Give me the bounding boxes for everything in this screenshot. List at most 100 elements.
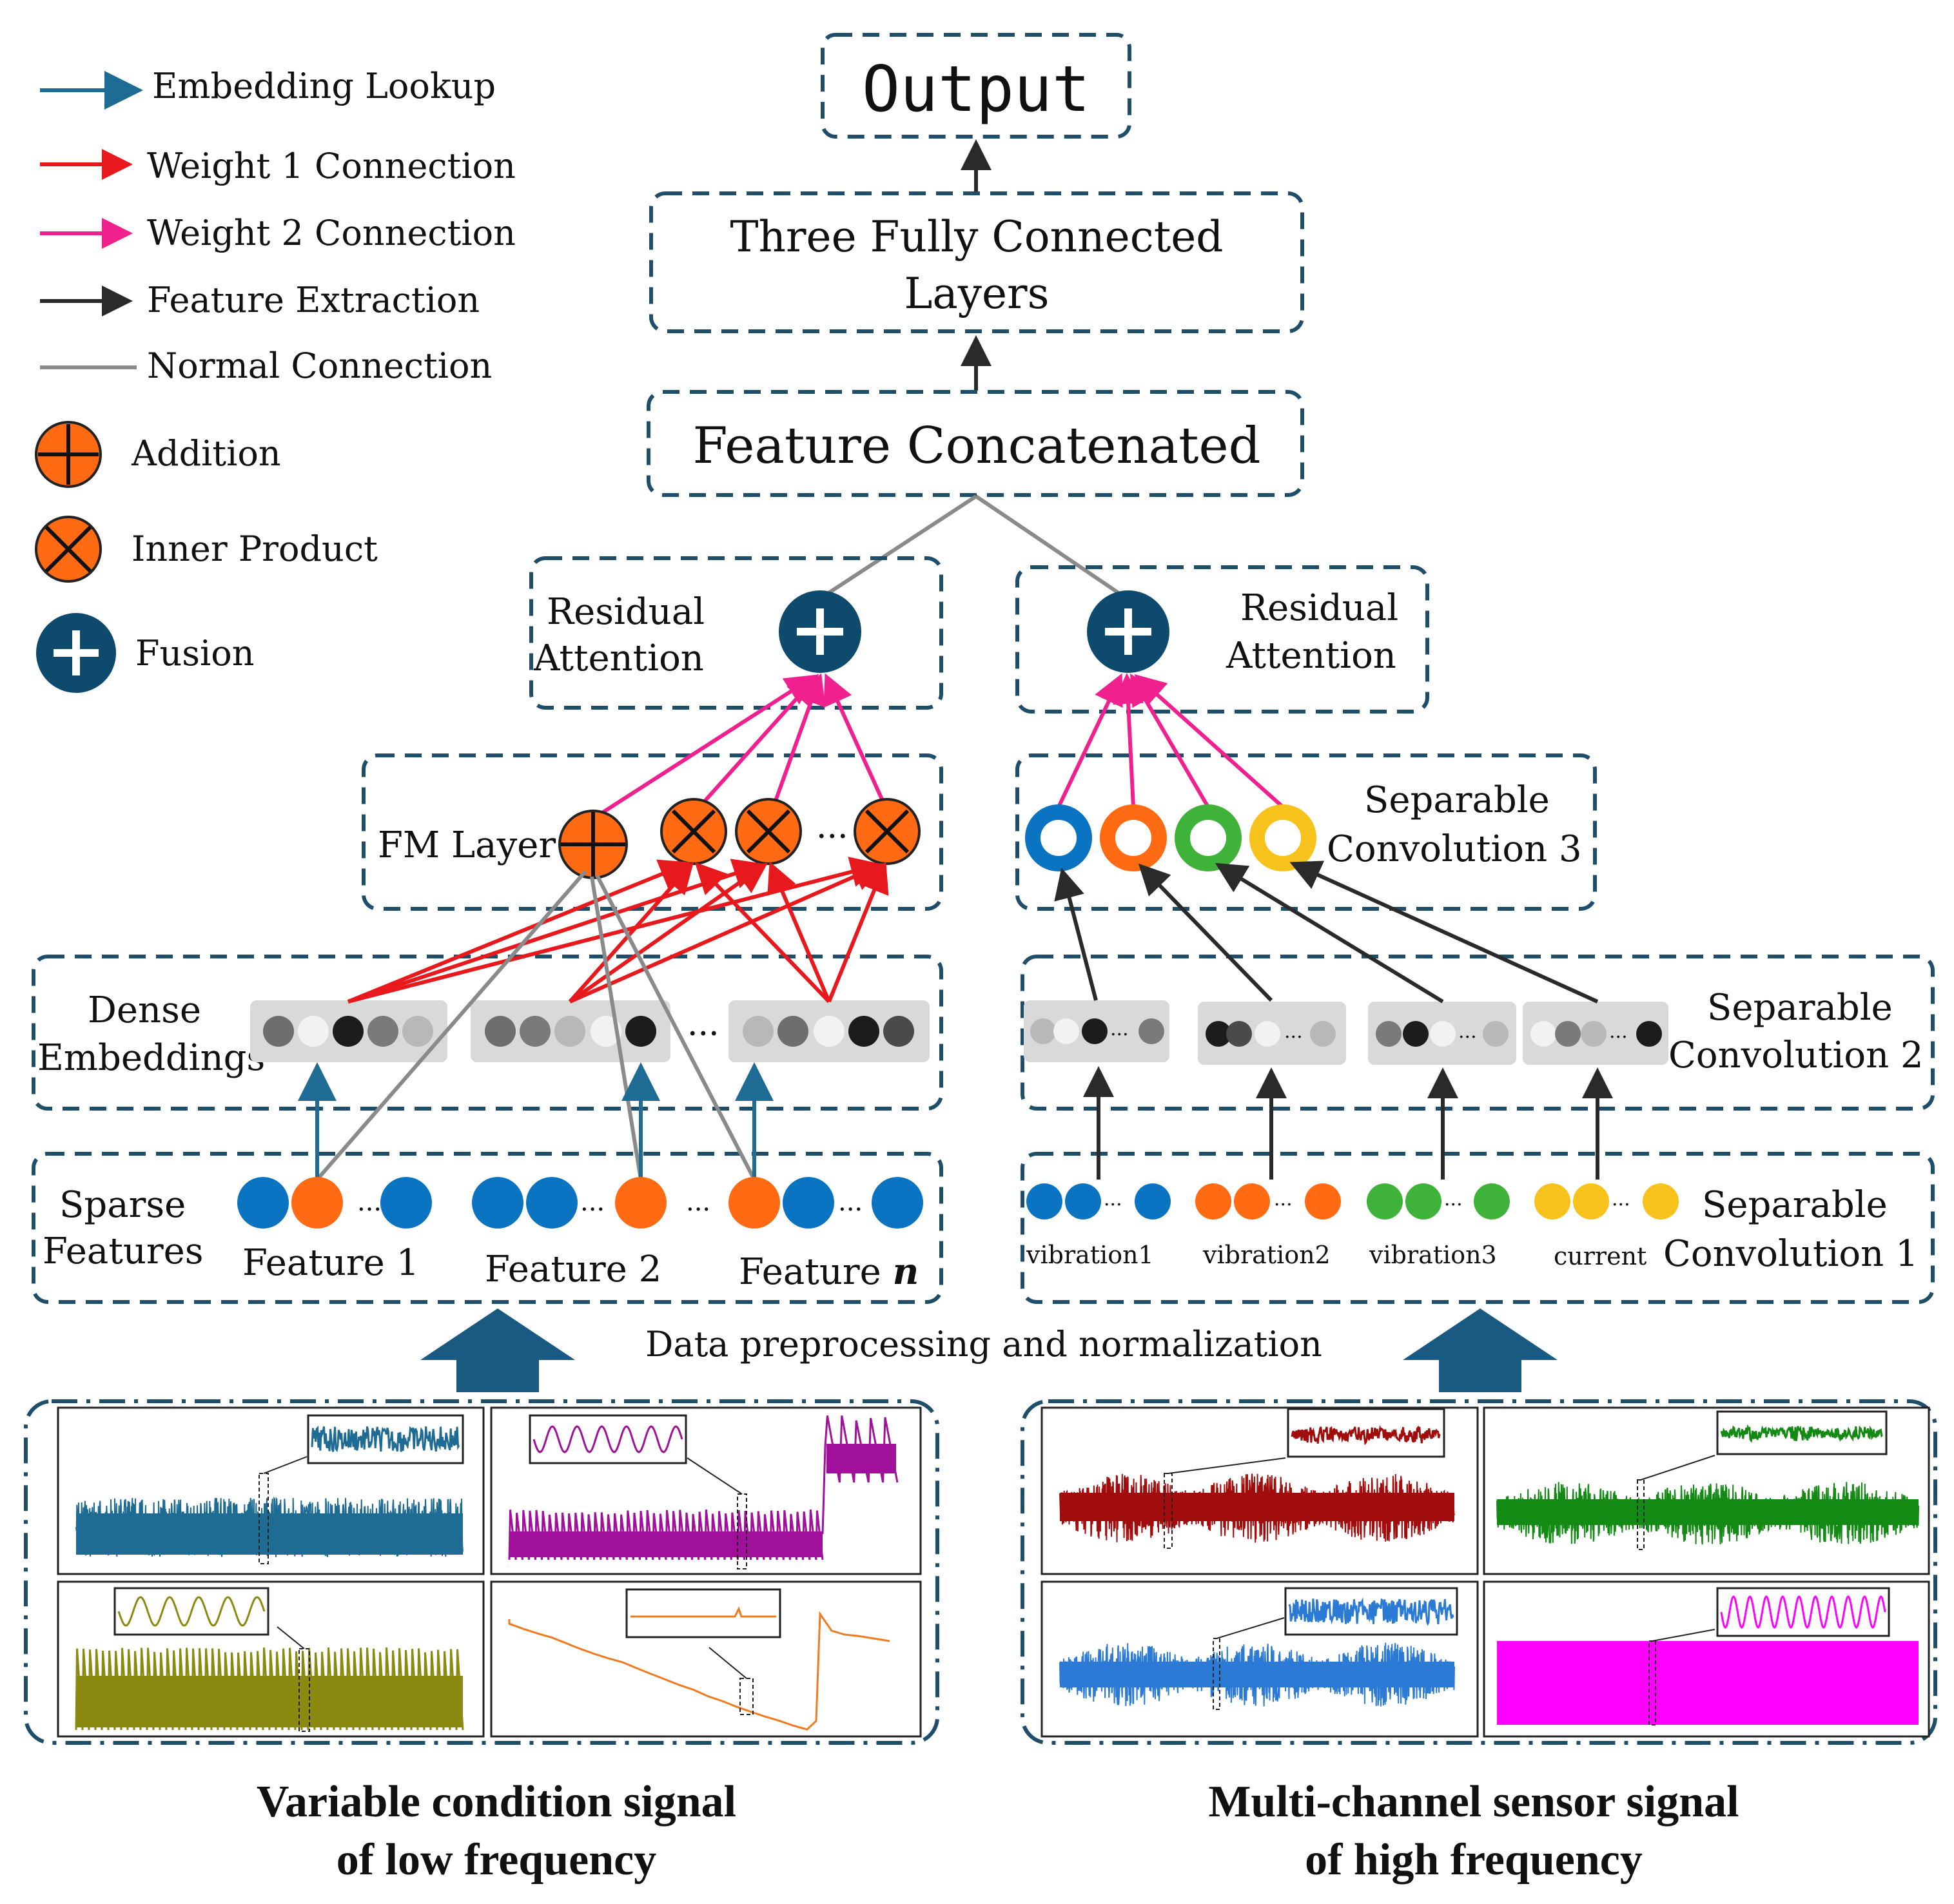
dense-label-line2: Embeddings <box>37 1037 265 1079</box>
sep-conv2-vector-2: ... <box>1198 1002 1346 1065</box>
right-branch: Residual Attention Separable Convolution… <box>1015 565 1935 1304</box>
fc-label-line1: Three Fully Connected <box>730 212 1223 262</box>
feature-n-nodes <box>728 1177 923 1229</box>
embedding-vector-n <box>728 1000 930 1062</box>
current-nodes: ... <box>1534 1183 1679 1219</box>
sep-conv1-label-line2: Convolution 1 <box>1663 1233 1919 1275</box>
channel-label-current: current <box>1554 1242 1646 1270</box>
sep-conv2-label-line1: Separable <box>1707 987 1893 1029</box>
feature-n-label: Feature n <box>739 1250 919 1293</box>
legend: Embedding Lookup Weight 1 Connection Wei… <box>35 66 516 693</box>
preprocess-arrow-right <box>1403 1308 1558 1392</box>
svg-text:...: ... <box>1612 1188 1630 1210</box>
fm-inner-product-node-2 <box>735 798 802 865</box>
feature-gap-ellipsis: ... <box>686 1187 710 1217</box>
signal-panel-darkred <box>1041 1406 1479 1575</box>
signal-panel-blue <box>1041 1580 1479 1738</box>
channel-label-vibration3: vibration3 <box>1369 1241 1497 1269</box>
sep-conv2-box <box>1021 955 1935 1111</box>
vibration1-nodes: ... <box>1026 1183 1171 1219</box>
svg-text:...: ... <box>1284 1020 1303 1043</box>
svg-text:...: ... <box>1444 1188 1463 1210</box>
signal-panel-orange <box>490 1580 922 1738</box>
embedding-lookup-arrows <box>298 1062 774 1178</box>
sep-conv1-label-line1: Separable <box>1702 1184 1888 1226</box>
channel-label-vibration2: vibration2 <box>1202 1241 1331 1269</box>
signal-panel-purple <box>490 1406 922 1575</box>
sep-conv2-vector-3: ... <box>1368 1002 1516 1065</box>
sep-conv3-box <box>1015 753 1597 911</box>
right-caption-line1: Multi-channel sensor signal <box>1208 1777 1739 1827</box>
concat-right-connection <box>975 494 1129 601</box>
right-weight2-connections <box>1057 673 1284 809</box>
fm-ellipsis: ... <box>816 808 848 846</box>
fm-layer-box <box>362 753 943 911</box>
sparse-label-line1: Sparse <box>59 1184 186 1226</box>
left-caption-line1: Variable condition signal <box>257 1777 736 1827</box>
svg-text:...: ... <box>1110 1018 1129 1040</box>
preprocess-label: Data preprocessing and normalization <box>645 1324 1322 1365</box>
left-residual-label-line1: Residual <box>547 591 705 633</box>
svg-text:...: ... <box>1104 1188 1122 1210</box>
vibration3-nodes: ... <box>1367 1183 1510 1219</box>
fm-layer-label: FM Layer <box>378 824 556 866</box>
embedding-vector-2 <box>471 1000 670 1062</box>
legend-addition-label: Addition <box>131 433 281 474</box>
right-residual-label-line2: Attention <box>1226 635 1396 677</box>
feature-1-nodes <box>237 1177 432 1229</box>
vibration2-nodes: ... <box>1195 1183 1341 1219</box>
feature-2-nodes <box>472 1177 667 1229</box>
fc-box <box>649 191 1304 333</box>
conv1-to-conv2-arrows <box>1083 1066 1613 1180</box>
right-fusion-node <box>1087 590 1169 673</box>
sparse-label-line2: Features <box>43 1230 204 1272</box>
fusion-icon <box>36 613 116 693</box>
addition-icon <box>35 421 102 488</box>
concat-left-connection <box>817 494 977 601</box>
right-residual-box <box>1015 565 1429 714</box>
top-stack: Output Three Fully Connected Layers Feat… <box>647 33 1304 497</box>
legend-inner-product-label: Inner Product <box>132 529 378 569</box>
output-label: Output <box>862 53 1090 126</box>
legend-feature-label: Feature Extraction <box>147 280 480 320</box>
sparse-features-box <box>32 1152 943 1304</box>
left-caption-line2: of low frequency <box>337 1835 656 1885</box>
signal-panels <box>57 1406 1930 1738</box>
left-residual-box <box>529 556 943 710</box>
dense-label-line1: Dense <box>88 989 201 1031</box>
concat-label: Feature Concatenated <box>692 417 1260 475</box>
svg-text:...: ... <box>1609 1020 1628 1043</box>
right-residual-label-line1: Residual <box>1240 587 1398 629</box>
left-weight1-connections <box>347 857 889 1004</box>
fm-addition-node <box>558 810 628 879</box>
concat-box <box>647 390 1304 497</box>
fm-inner-product-node-n <box>854 798 921 865</box>
left-normal-connections <box>315 870 756 1181</box>
inner-product-icon <box>35 516 102 583</box>
feature-2-ellipsis: ... <box>580 1187 605 1217</box>
sep-conv2-label-line2: Convolution 2 <box>1668 1035 1924 1076</box>
preprocess-arrow-left <box>420 1308 575 1392</box>
embedding-vector-1 <box>250 1000 447 1062</box>
sep-conv2-vector-1: ... <box>1024 1000 1169 1062</box>
sep-conv3-label-line1: Separable <box>1364 779 1550 821</box>
feature-2-label: Feature 2 <box>485 1248 661 1290</box>
sep-conv1-box <box>1021 1152 1935 1304</box>
signal-panel-magenta <box>1483 1580 1930 1738</box>
channel-label-vibration1: vibration1 <box>1026 1241 1154 1269</box>
left-residual-label-line2: Attention <box>533 637 704 679</box>
right-signal-frame <box>1021 1399 1937 1745</box>
feature-n-ellipsis: ... <box>838 1187 863 1217</box>
sep-conv2-vector-4: ... <box>1523 1002 1668 1065</box>
fm-inner-product-node-1 <box>660 798 727 865</box>
output-box <box>821 33 1131 139</box>
dense-ellipsis: ... <box>687 1005 719 1044</box>
legend-weight2-label: Weight 2 Connection <box>147 213 516 253</box>
signal-panel-green <box>1483 1406 1930 1575</box>
sep-conv3-label-line2: Convolution 3 <box>1327 828 1582 870</box>
signal-panel-olive <box>57 1580 485 1738</box>
fc-label-line2: Layers <box>904 269 1050 318</box>
feature-1-ellipsis: ... <box>357 1187 382 1217</box>
svg-text:...: ... <box>1458 1020 1477 1043</box>
legend-normal-label: Normal Connection <box>147 345 492 386</box>
